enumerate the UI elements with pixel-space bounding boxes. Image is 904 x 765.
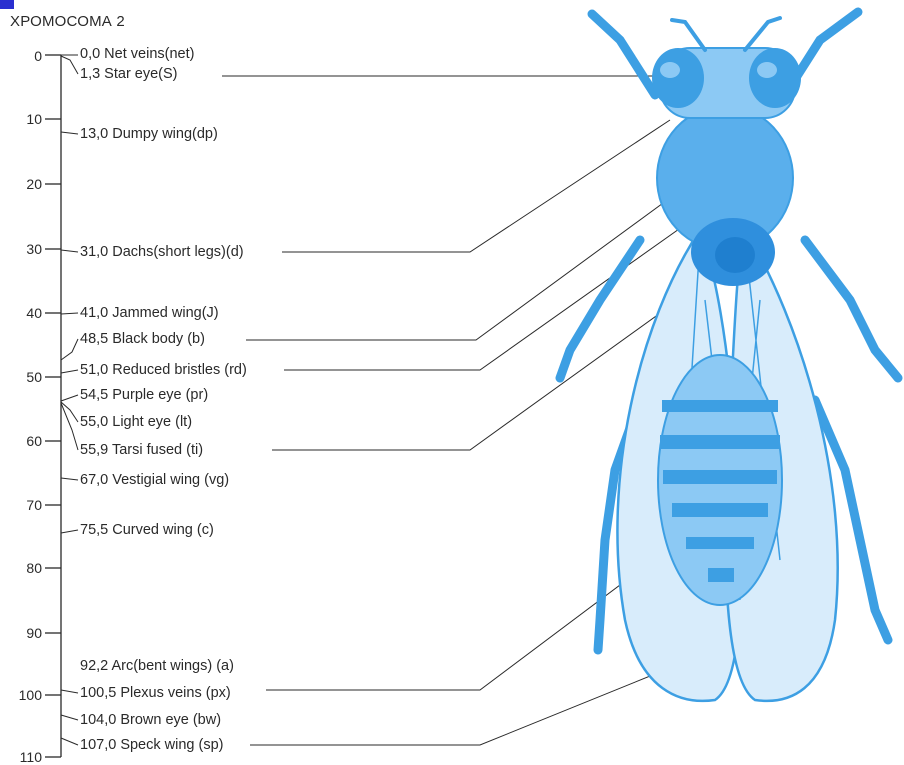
fly-head: [652, 48, 801, 118]
fly-antennae: [672, 18, 780, 50]
fly-illustration: [560, 12, 898, 701]
fly-abdomen: [658, 355, 782, 605]
fly-thorax: [657, 106, 793, 286]
chromosome-axis: [45, 55, 61, 757]
locus-connectors: [61, 55, 78, 745]
